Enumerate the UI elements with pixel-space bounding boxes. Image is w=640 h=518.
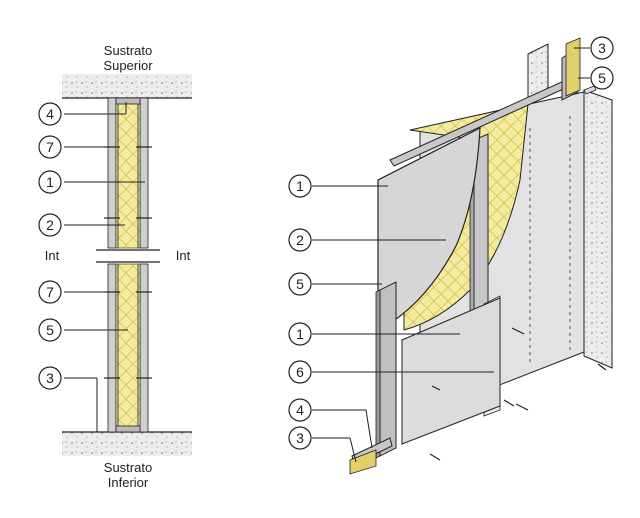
iso-callout-7: 6 [296, 364, 304, 380]
screws [104, 146, 152, 379]
section-view: Sustrato Superior Sustrato Inferior Int … [38, 43, 192, 490]
section-callout-6: 5 [46, 322, 54, 338]
section-callout-1: 4 [46, 106, 54, 122]
iso-callout-5: 5 [296, 276, 304, 292]
section-callouts [64, 102, 145, 432]
iso-callout-9: 3 [296, 430, 304, 446]
section-callout-4: 2 [46, 217, 54, 233]
iso-callout-2: 5 [598, 70, 606, 86]
section-callout-2: 7 [46, 139, 54, 155]
iso-callout-3: 1 [296, 178, 304, 194]
back-concrete-wall [583, 89, 613, 369]
int-left-label: Int [45, 248, 60, 263]
int-right-label: Int [176, 248, 191, 263]
top-substrate [62, 74, 192, 98]
iso-callout-1: 3 [598, 40, 606, 56]
bottom-substrate [62, 432, 192, 456]
section-callout-7: 3 [46, 370, 54, 386]
section-callout-3: 1 [46, 174, 54, 190]
screws-iso [429, 327, 607, 461]
top-substrate-label: Sustrato [104, 43, 152, 58]
iso-callout-circles: 3 5 1 2 5 1 6 4 3 [288, 36, 614, 450]
wall-lower [107, 263, 149, 433]
iso-callout-lines [312, 47, 590, 463]
stud-front [375, 281, 397, 459]
front-board [377, 126, 481, 453]
iso-callout-6: 1 [296, 326, 304, 342]
bottom-track [349, 437, 393, 475]
section-callout-circles: 4 7 1 2 7 5 3 [38, 102, 62, 390]
iso-callout-8: 4 [296, 402, 304, 418]
section-callout-5: 7 [46, 284, 54, 300]
isometric-view: 3 5 1 2 5 1 6 4 3 [288, 36, 614, 475]
iso-callout-4: 2 [296, 232, 304, 248]
bottom-substrate-label-2: Inferior [108, 475, 149, 490]
wall-upper [107, 97, 149, 249]
bottom-substrate-label: Sustrato [104, 460, 152, 475]
top-substrate-label-2: Superior [103, 58, 153, 73]
top-track [389, 37, 581, 167]
